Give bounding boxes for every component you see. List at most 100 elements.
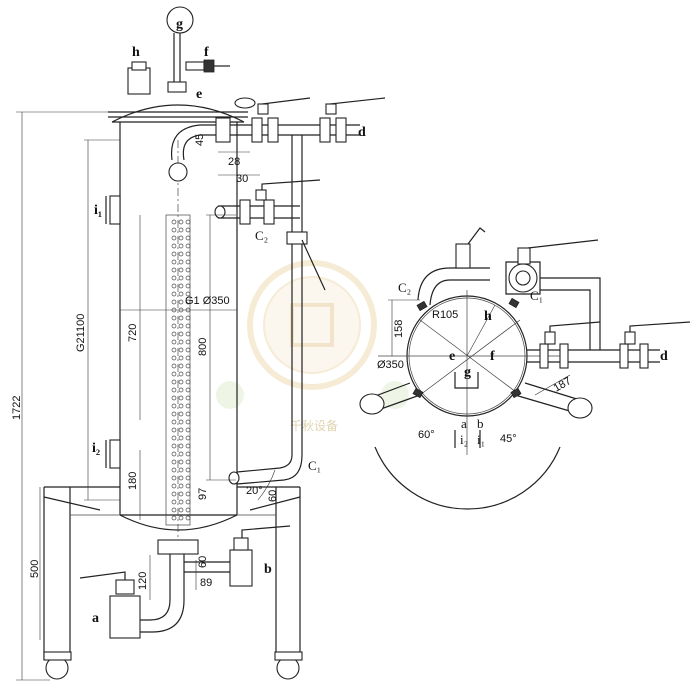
perforation-hole bbox=[185, 499, 191, 505]
perforation-hole bbox=[178, 403, 184, 409]
perforation-hole bbox=[185, 427, 191, 433]
perforation-hole bbox=[171, 243, 177, 249]
dim-plan-60deg: 60° bbox=[418, 429, 435, 441]
perforation-hole bbox=[171, 411, 177, 417]
plan-dimensions bbox=[388, 299, 571, 396]
perforation-hole bbox=[185, 299, 191, 305]
dim-plan-187: 187 bbox=[552, 375, 574, 395]
perforation-hole bbox=[171, 427, 177, 433]
label-b-outlet: b bbox=[264, 562, 272, 577]
perforation-hole bbox=[171, 315, 177, 321]
perforated-tube-holes bbox=[171, 219, 191, 521]
h-instrument-icon bbox=[127, 67, 151, 95]
perforation-hole bbox=[171, 251, 177, 257]
label-d-plan: d bbox=[660, 349, 668, 364]
perforation-hole bbox=[178, 515, 184, 521]
perforation-hole bbox=[171, 403, 177, 409]
perforation-hole bbox=[185, 331, 191, 337]
perforation-hole bbox=[185, 467, 191, 473]
perforation-hole bbox=[171, 267, 177, 273]
perforation-hole bbox=[171, 323, 177, 329]
perforation-hole bbox=[178, 419, 184, 425]
perforation-hole bbox=[185, 291, 191, 297]
perforation-hole bbox=[185, 283, 191, 289]
perforation-hole bbox=[171, 387, 177, 393]
dim-45: 45 bbox=[194, 134, 206, 146]
perforation-hole bbox=[178, 259, 184, 265]
perforation-hole bbox=[178, 387, 184, 393]
perforation-hole bbox=[171, 435, 177, 441]
dim-30: 30 bbox=[236, 173, 248, 185]
perforation-hole bbox=[178, 251, 184, 257]
perforation-hole bbox=[185, 411, 191, 417]
perforation-hole bbox=[185, 379, 191, 385]
perforation-hole bbox=[185, 395, 191, 401]
perforation-hole bbox=[171, 483, 177, 489]
perforation-hole bbox=[171, 235, 177, 241]
dim-shell-height: G21100 bbox=[75, 314, 87, 352]
label-e-port: e bbox=[196, 87, 202, 102]
side-dimension-text: 1722 G21100 G1 Ø350 720 800 180 97 500 1… bbox=[11, 134, 279, 590]
perforation-hole bbox=[178, 483, 184, 489]
perforation-hole bbox=[178, 363, 184, 369]
perforation-hole bbox=[171, 499, 177, 505]
side-view-labels: g h f e d i₁ i₂ C₂ C₁ b a bbox=[92, 17, 366, 626]
perforation-hole bbox=[185, 475, 191, 481]
dim-plan-45deg: 45° bbox=[500, 433, 517, 445]
perforation-hole bbox=[171, 219, 177, 225]
perforation-hole bbox=[171, 259, 177, 265]
perforation-hole bbox=[178, 411, 184, 417]
perforation-hole bbox=[178, 467, 184, 473]
perforation-hole bbox=[171, 347, 177, 353]
watermark-text: 千秋设备 bbox=[290, 419, 338, 433]
side-dimensions bbox=[16, 111, 276, 681]
perforation-hole bbox=[171, 363, 177, 369]
perforation-hole bbox=[185, 435, 191, 441]
dim-angle-20: 20° bbox=[246, 485, 263, 497]
label-c1-plan: C₁ bbox=[530, 288, 543, 303]
plan-dimension-text: Ø350 R105 158 187 60° 45° bbox=[377, 309, 573, 445]
dim-97: 97 bbox=[197, 488, 209, 500]
perforation-hole bbox=[178, 275, 184, 281]
perforation-hole bbox=[178, 219, 184, 225]
plan-view-labels: C₂ C₁ h e f g d a b i₂ i₁ bbox=[398, 280, 668, 447]
dim-plan-r105: R105 bbox=[432, 309, 458, 321]
perforation-hole bbox=[178, 395, 184, 401]
perforation-hole bbox=[178, 451, 184, 457]
label-i2-plan: i₂ bbox=[460, 432, 468, 447]
label-g-gauge: g bbox=[176, 17, 183, 32]
perforation-hole bbox=[178, 291, 184, 297]
perforation-hole bbox=[178, 491, 184, 497]
perforation-hole bbox=[185, 219, 191, 225]
dim-89: 89 bbox=[200, 577, 212, 589]
perforation-hole bbox=[185, 363, 191, 369]
perforation-hole bbox=[171, 371, 177, 377]
perforation-hole bbox=[178, 267, 184, 273]
label-h-instrument: h bbox=[132, 45, 140, 60]
perforation-hole bbox=[185, 227, 191, 233]
label-e-plan: e bbox=[449, 349, 455, 364]
perforation-hole bbox=[178, 323, 184, 329]
label-f-valve: f bbox=[204, 45, 209, 60]
perforation-hole bbox=[178, 475, 184, 481]
vessel-plan-view bbox=[359, 227, 691, 510]
perforation-hole bbox=[185, 355, 191, 361]
dim-800: 800 bbox=[197, 338, 209, 356]
perforation-hole bbox=[178, 427, 184, 433]
perforation-hole bbox=[185, 491, 191, 497]
dim-plan-diameter: Ø350 bbox=[377, 359, 404, 371]
perforation-hole bbox=[178, 459, 184, 465]
perforation-hole bbox=[185, 347, 191, 353]
perforation-hole bbox=[178, 243, 184, 249]
perforation-hole bbox=[171, 459, 177, 465]
perforation-hole bbox=[178, 315, 184, 321]
label-g-plan: g bbox=[464, 365, 471, 380]
dim-120: 120 bbox=[137, 572, 149, 590]
label-c1-inlet: C₁ bbox=[308, 458, 321, 473]
perforation-hole bbox=[185, 243, 191, 249]
perforation-hole bbox=[171, 331, 177, 337]
label-i1-plan: i₁ bbox=[477, 432, 485, 447]
perforation-hole bbox=[178, 435, 184, 441]
perforation-hole bbox=[178, 331, 184, 337]
